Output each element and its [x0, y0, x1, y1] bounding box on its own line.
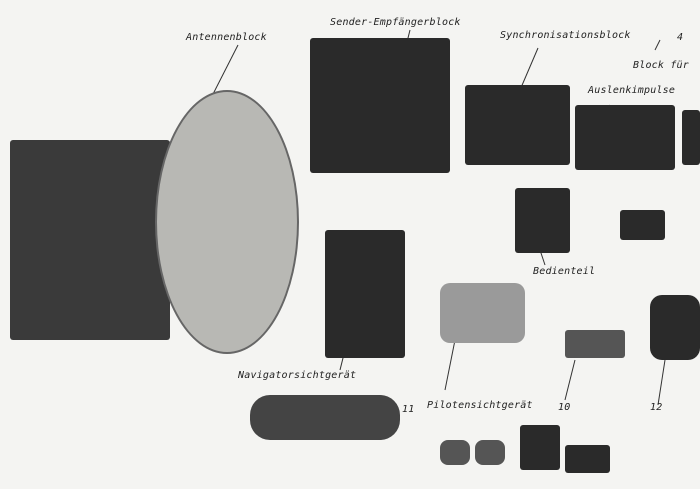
label-sender-empfaengerblock: Sender-Empfängerblock [330, 17, 461, 28]
control-box-photo [620, 210, 665, 240]
antenna-dish-photo [155, 90, 299, 354]
unit-12-photo [650, 295, 700, 360]
antenna-unit-photo [10, 140, 170, 340]
sync-block-photo [465, 85, 570, 165]
label-navigatorsichtgeraet: Navigatorsichtgerät [238, 370, 357, 381]
deflection-block-photo [575, 105, 675, 170]
label-number-10: 10 [558, 402, 571, 413]
label-number-4: 4 [677, 32, 684, 43]
label-block-fuer: Block für [633, 60, 689, 71]
label-synchronisationsblock: Synchronisationsblock [500, 30, 631, 41]
unit-10-photo [565, 330, 625, 358]
label-pilotensichtgeraet: Pilotensichtgerät [427, 400, 533, 411]
connector-photo-1 [440, 440, 470, 465]
pilot-display-photo [440, 283, 525, 343]
label-number-11: 11 [402, 404, 415, 415]
small-box-photo-1 [520, 425, 560, 470]
block-photo-edge [682, 110, 700, 165]
label-antennenblock: Antennenblock [186, 32, 267, 43]
control-panel-photo [515, 188, 570, 253]
label-number-12: 12 [650, 402, 663, 413]
label-bedienteil: Bedienteil [533, 266, 596, 277]
navigator-display-photo [325, 230, 405, 358]
small-box-photo-2 [565, 445, 610, 473]
cable-harness-photo [250, 395, 400, 440]
transceiver-photo [310, 38, 450, 173]
label-auslenkimpulse: Auslenkimpulse [588, 85, 676, 96]
connector-photo-2 [475, 440, 505, 465]
